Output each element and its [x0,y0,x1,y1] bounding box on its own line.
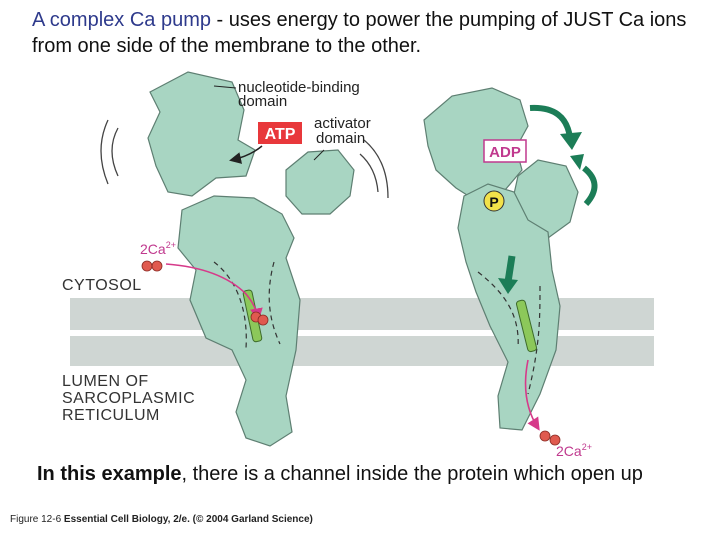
calcium-ions-bound [250,311,269,326]
domain-rotation-arrow-down [504,255,516,283]
activator-label-pointer [313,149,325,161]
left-nucleotide-binding-domain [147,71,256,197]
lumen-label-line3: RETICULUM [62,407,160,424]
nucleotide-binding-label-line2: domain [238,93,287,110]
calcium-in-charge: 2+ [166,240,176,250]
left-pump [147,71,355,447]
credit-book: Essential Cell Biology, 2/e. [63,514,190,525]
membrane-upper-leaflet [70,298,654,330]
adp-label: ADP [489,144,521,161]
adp-badge [483,139,527,163]
domain-rotation-arrow-top-head [560,132,582,150]
domain-rotation-arrow-side [582,165,598,207]
domain-rotation-arrow-side-head [570,154,584,170]
membrane-lower-leaflet [70,336,654,366]
calcium-ions-cytosol [141,260,163,272]
credit-figure: Figure 12-6 [10,514,62,525]
cytosol-label: CYTOSOL [62,277,142,294]
right-channel-helix [515,299,538,353]
heading-highlight: A complex Ca pump [32,9,211,31]
phosphate-label: P [489,194,498,210]
phosphate-badge [483,190,505,212]
slide-caption: In this example, there is a channel insi… [37,461,677,487]
right-nucleotide-binding-domain [423,87,529,203]
lumen-label-line1: LUMEN OF [62,373,149,390]
calcium-in-text: 2Ca [140,241,166,257]
left-motion-lines [100,119,389,199]
caption-text: , there is a channel inside the protein … [181,463,643,485]
nucleotide-binding-label-line1: nucleotide-binding [238,79,360,96]
credit-copyright: (© 2004 Garland Science) [192,514,313,525]
calcium-in-label: 2Ca2+ [140,240,176,257]
atp-label: ATP [265,126,296,143]
atp-binding-arrow [229,145,263,164]
calcium-out-text: 2Ca [556,443,582,459]
calcium-entry-path [165,263,263,322]
lumen-label-line2: SARCOPLASMIC [62,390,195,407]
calcium-ions-lumen [539,430,561,446]
left-channel-outline [213,261,281,349]
heading-text: - uses energy to power the pumping of JU… [32,9,687,57]
calcium-out-charge: 2+ [582,442,592,452]
slide-heading: A complex Ca pump - uses energy to power… [32,7,692,59]
figure-credit: Figure 12-6 Essential Cell Biology, 2/e.… [10,514,313,525]
nucleotide-label-pointer [213,85,237,89]
left-activator-domain [285,149,355,215]
domain-rotation-arrow-top [529,104,573,139]
domain-rotation-arrow-down-head [498,278,518,294]
right-channel-outline [477,271,541,395]
calcium-out-label: 2Ca2+ [556,442,592,459]
atp-badge [258,122,302,144]
calcium-exit-path [524,359,540,431]
activator-label-line2: domain [316,130,365,147]
caption-bold: In this example [37,463,182,485]
activator-label-line1: activator [314,115,371,132]
left-transmembrane-body [177,195,301,447]
